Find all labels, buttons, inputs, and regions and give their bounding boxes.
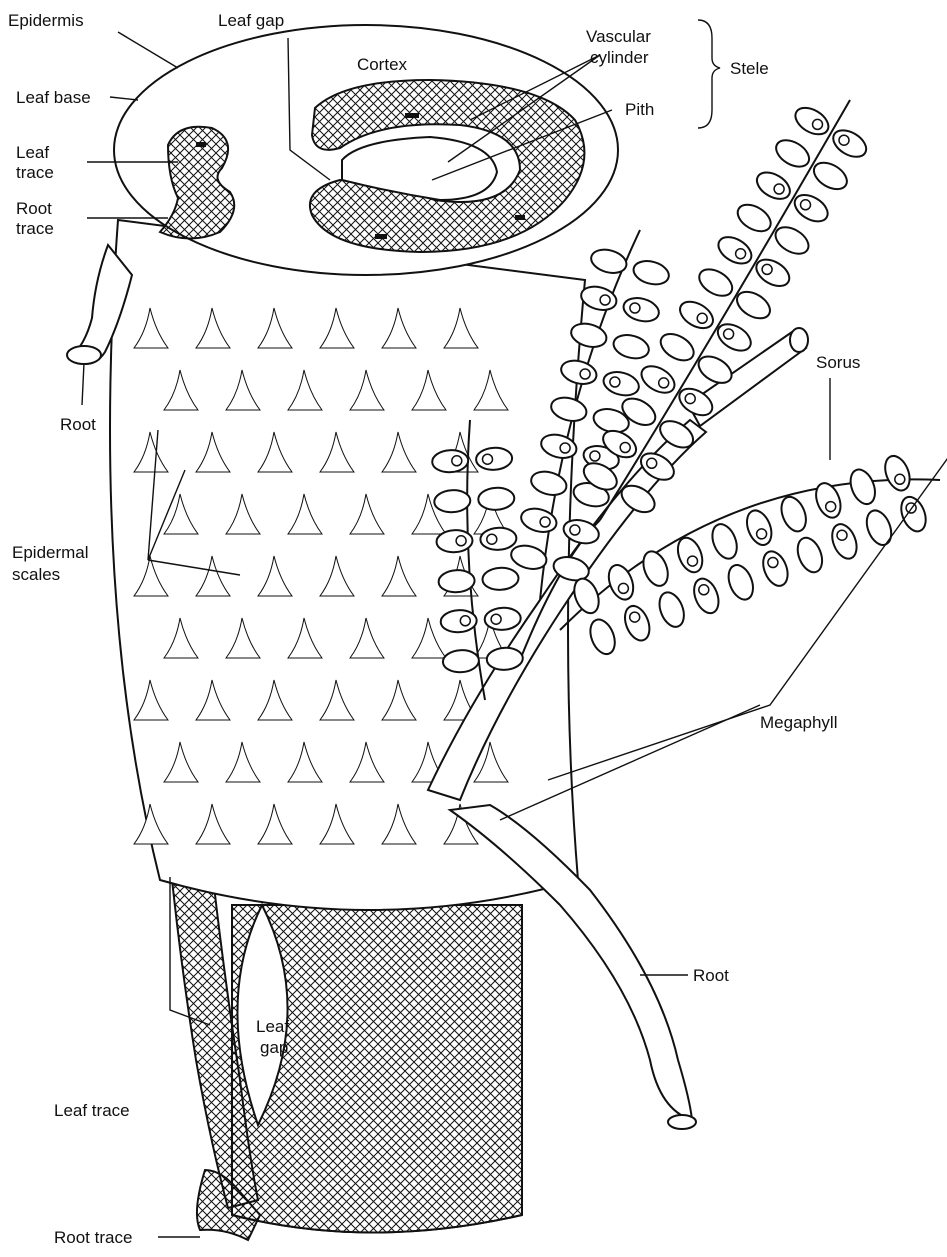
label-epidermal-scales-line2: scales	[12, 565, 60, 584]
sorus-dot	[736, 249, 746, 259]
pinnule	[791, 102, 833, 139]
pinnule	[777, 493, 811, 535]
pinnule	[793, 534, 827, 576]
sorus-dot	[452, 456, 462, 466]
sorus-dot	[837, 530, 847, 540]
label-pith: Pith	[625, 100, 654, 119]
label-epidermal-scales-line1: Epidermal	[12, 543, 89, 562]
pinnule	[714, 232, 756, 269]
label-epidermis: Epidermis	[8, 11, 84, 30]
sorus-dot	[647, 458, 657, 468]
pinnule	[689, 575, 723, 617]
sorus-dot	[590, 451, 600, 461]
sorus-dot	[580, 369, 590, 379]
pinnule	[742, 507, 776, 549]
pinnule	[897, 493, 931, 535]
pinnule	[809, 157, 851, 194]
sorus-dot	[768, 558, 778, 568]
sorus-dot	[618, 583, 628, 593]
pinnule	[631, 257, 671, 288]
pinnule	[655, 589, 689, 631]
sorus-dot	[570, 525, 580, 535]
label-root-trace-top-line1: Root	[16, 199, 52, 218]
sorus-dot	[699, 585, 709, 595]
sorus-dot	[697, 313, 707, 323]
label-leaf-gap-bottom-line2: gap	[260, 1038, 288, 1057]
sorus-dot	[560, 443, 570, 453]
label-sorus: Sorus	[816, 353, 860, 372]
label-vascular-cylinder-line2: cylinder	[590, 48, 649, 67]
label-leaf-gap-bottom-line1: Leaf	[256, 1017, 289, 1036]
label-cortex: Cortex	[357, 55, 408, 74]
pinnule	[724, 562, 758, 604]
pinnule	[811, 480, 845, 522]
pinnule	[846, 466, 880, 508]
pinnule	[733, 199, 775, 236]
pinnule	[675, 296, 717, 333]
label-leaf-base: Leaf base	[16, 88, 91, 107]
pinnule	[752, 167, 794, 204]
sorus-dot	[487, 534, 497, 544]
pinnule	[790, 190, 832, 227]
pinnule	[601, 368, 641, 399]
sorus-dot	[724, 329, 734, 339]
sorus-dot	[762, 264, 772, 274]
label-leaf-gap-top: Leaf gap	[218, 11, 284, 30]
pinnule	[695, 264, 737, 301]
sorus-dot	[688, 556, 698, 566]
pinnule	[829, 125, 871, 162]
label-stele: Stele	[730, 59, 769, 78]
sorus-dot	[895, 474, 905, 484]
pinnule	[589, 246, 629, 277]
label-vascular-cylinder-line1: Vascular	[586, 27, 651, 46]
label-megaphyll: Megaphyll	[760, 713, 838, 732]
pinnule	[656, 329, 698, 366]
sorus-dot	[630, 612, 640, 622]
sorus-dot	[757, 529, 767, 539]
pinnule	[639, 548, 673, 590]
sorus-dot	[460, 616, 470, 626]
pinnule	[862, 507, 896, 549]
sorus-dot	[491, 614, 501, 624]
label-root-right: Root	[693, 966, 729, 985]
label-leaf-trace-top-line1: Leaf	[16, 143, 49, 162]
pinnule	[708, 521, 742, 563]
sorus-dot	[540, 517, 550, 527]
sorus-dot	[839, 135, 849, 145]
sorus-dot	[801, 200, 811, 210]
sorus-dot	[456, 536, 466, 546]
sorus-dot	[620, 443, 630, 453]
sorus-dot	[630, 303, 640, 313]
pinnule	[771, 222, 813, 259]
sorus-dot	[774, 184, 784, 194]
sorus-dot	[826, 502, 836, 512]
stele-brace	[698, 20, 720, 128]
sorus-dot	[610, 377, 620, 387]
pinnule	[611, 331, 651, 362]
sorus-dot	[659, 378, 669, 388]
lower-stele	[232, 905, 522, 1233]
pinnule	[759, 548, 793, 590]
sorus-dot	[813, 119, 823, 129]
sorus-dot	[483, 454, 493, 464]
pinnule	[620, 602, 654, 644]
label-root-left: Root	[60, 415, 96, 434]
label-root-trace-top-line2: trace	[16, 219, 54, 238]
pinnule	[828, 521, 862, 563]
sorus-dot	[600, 295, 610, 305]
label-root-trace-bottom: Root trace	[54, 1228, 132, 1247]
pinnule	[772, 135, 814, 172]
pinnule	[621, 294, 661, 325]
pinnule	[637, 361, 679, 398]
label-leaf-trace-top-line2: trace	[16, 163, 54, 182]
pinnule	[881, 452, 915, 494]
pinnule	[586, 616, 620, 658]
sorus-dot	[685, 394, 695, 404]
label-leaf-trace-bottom: Leaf trace	[54, 1101, 130, 1120]
